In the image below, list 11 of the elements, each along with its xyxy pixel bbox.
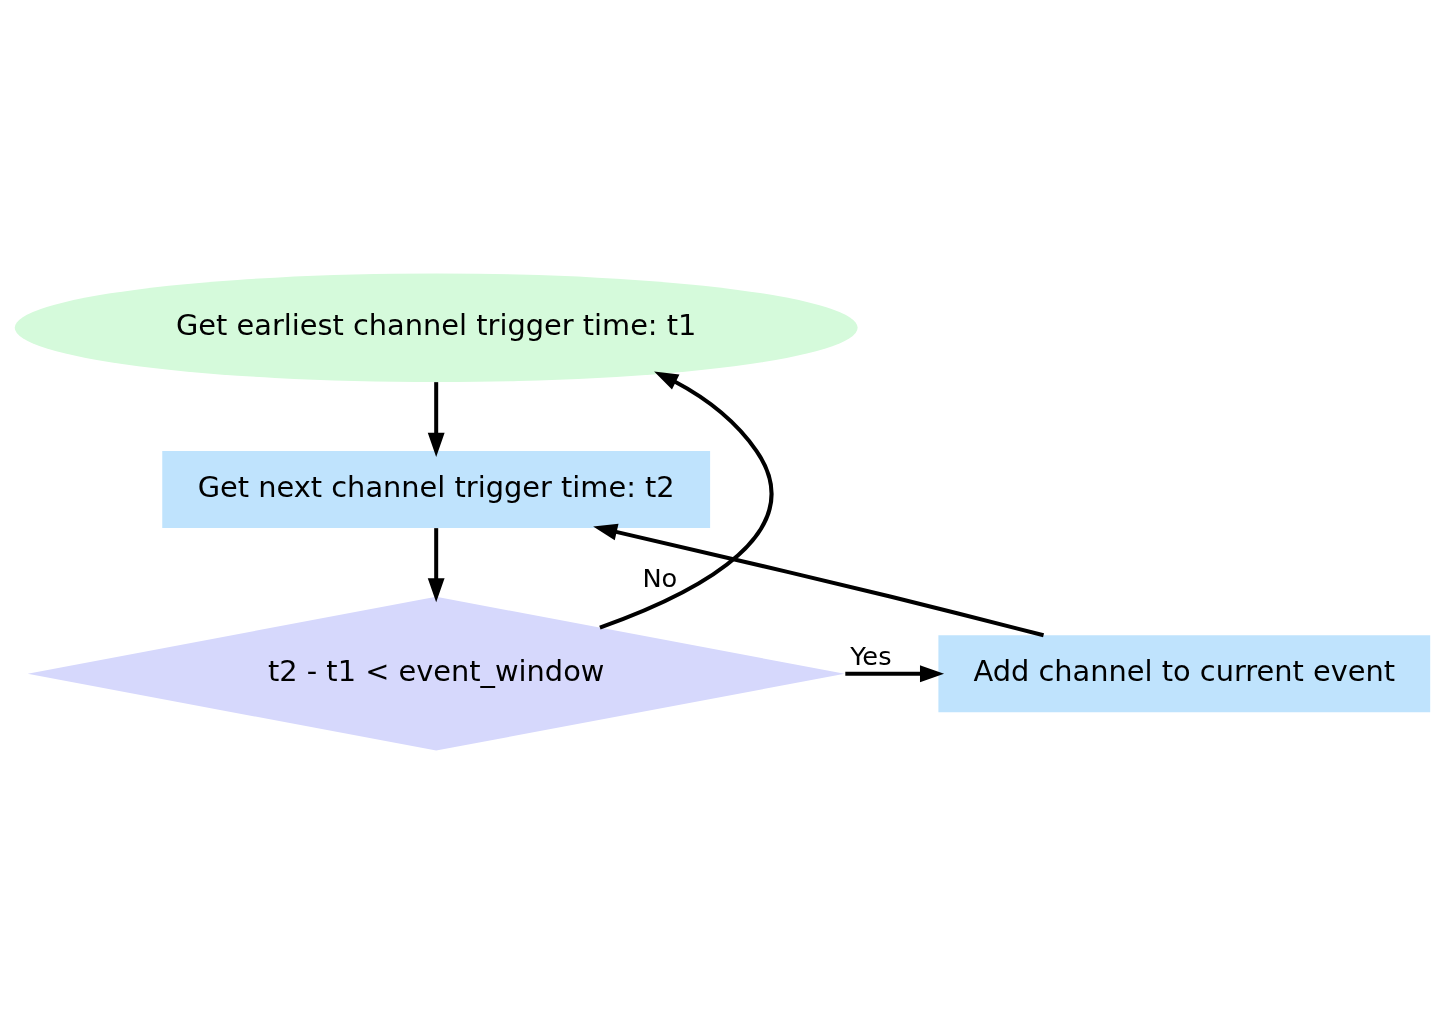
arrow xyxy=(599,370,774,629)
arrow xyxy=(845,664,945,682)
arrow xyxy=(427,527,445,602)
node-diamond: t2 - t1 < event_window xyxy=(27,596,845,751)
arrow xyxy=(427,381,445,457)
node-ellipse: Get earliest channel trigger time: t1 xyxy=(14,273,858,382)
edge-label: Yes xyxy=(850,640,892,671)
node-box: Add channel to current event xyxy=(938,634,1431,712)
node-box: Get next channel trigger time: t2 xyxy=(162,450,711,528)
edge-label: No xyxy=(642,562,678,593)
arrow xyxy=(593,523,1045,637)
